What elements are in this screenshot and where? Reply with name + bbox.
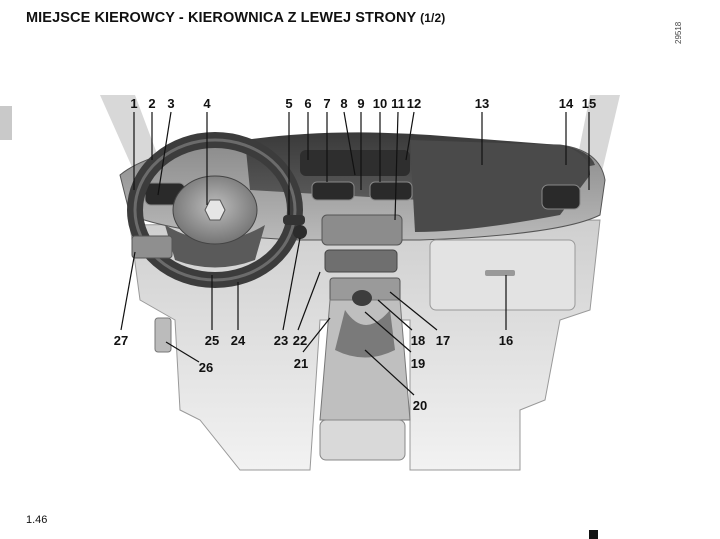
callout-9: 9 [357, 96, 364, 111]
corner-marker [589, 530, 598, 539]
callout-17: 17 [436, 333, 450, 348]
pedal [154, 317, 172, 353]
callout-27: 27 [114, 333, 128, 348]
callout-11: 11 [391, 96, 405, 111]
callout-13: 13 [475, 96, 489, 111]
climate-panel [324, 249, 398, 273]
armrest-storage [319, 419, 406, 461]
left-switch-panel [131, 235, 173, 259]
page-title: MIEJSCE KIEROWCY - KIEROWNICA Z LEWEJ ST… [26, 10, 445, 26]
center-tunnel [319, 299, 411, 421]
callout-8: 8 [340, 96, 347, 111]
callout-22: 22 [293, 333, 307, 348]
callout-18: 18 [411, 333, 425, 348]
callout-23: 23 [274, 333, 288, 348]
steering-wheel [127, 132, 303, 288]
callout-19: 19 [411, 356, 425, 371]
callout-10: 10 [373, 96, 387, 111]
gear-boot [335, 310, 395, 358]
page-number: 1.46 [26, 514, 48, 526]
radio-panel [321, 214, 403, 246]
callout-2: 2 [148, 96, 155, 111]
stalk-right [283, 215, 305, 225]
vent-right [541, 184, 581, 210]
callout-4: 4 [203, 96, 211, 111]
callout-14: 14 [559, 96, 574, 111]
section-tab [0, 106, 12, 140]
callout-1: 1 [130, 96, 137, 111]
gear-knob [352, 290, 372, 306]
ignition [293, 225, 307, 239]
callout-16: 16 [499, 333, 513, 348]
glovebox-handle [485, 270, 515, 276]
vent-center-right [369, 181, 413, 201]
passenger-dash [410, 140, 590, 232]
callout-20: 20 [413, 398, 427, 413]
callout-7: 7 [323, 96, 330, 111]
callout-15: 15 [582, 96, 596, 111]
callout-3: 3 [167, 96, 174, 111]
callout-12: 12 [407, 96, 421, 111]
callout-26: 26 [199, 360, 213, 375]
title-text: MIEJSCE KIEROWCY - KIEROWNICA Z LEWEJ ST… [26, 10, 417, 26]
callout-21: 21 [294, 356, 308, 371]
callout-24: 24 [231, 333, 246, 348]
leader-lines [120, 111, 590, 396]
callout-6: 6 [304, 96, 311, 111]
callout-numbers: 1 2 3 4 5 6 7 8 9 10 11 12 13 14 15 16 1… [114, 96, 596, 413]
callout-25: 25 [205, 333, 219, 348]
callout-5: 5 [285, 96, 292, 111]
vent-center-left [311, 181, 355, 201]
title-page-fraction: (1/2) [420, 11, 446, 25]
